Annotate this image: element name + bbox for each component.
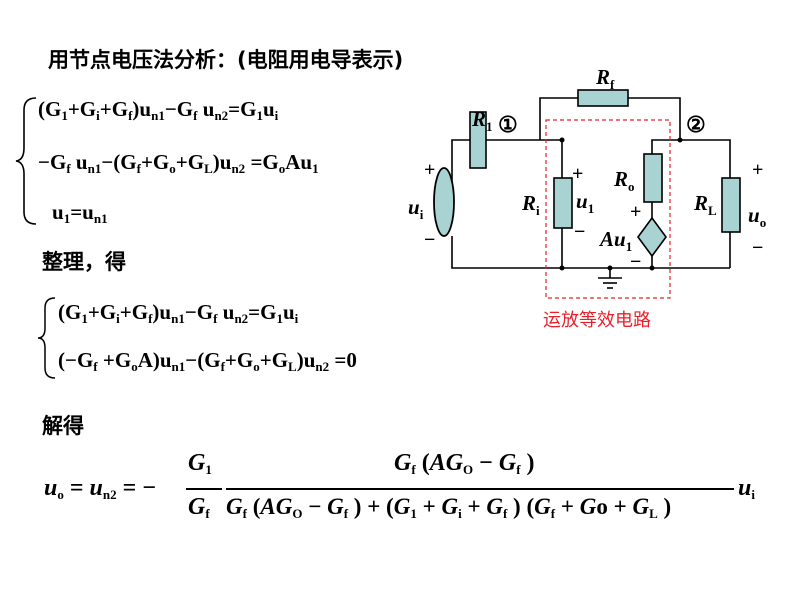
plus-u1: + — [572, 163, 583, 185]
fraction1-numerator: G1 — [188, 450, 212, 477]
label-rf: Rf — [595, 65, 615, 92]
arrange-label: 整理，得 — [42, 250, 126, 274]
brace-system-2 — [37, 297, 56, 379]
label-rl: RL — [693, 191, 717, 218]
minus-dep: − — [630, 251, 641, 273]
dependent-source-diamond-icon — [637, 216, 667, 258]
label-ro: Ro — [613, 167, 635, 194]
fraction2-numerator: Gf (AGO − Gf ) — [394, 450, 535, 477]
system2-equation-1: (G1+Gi+Gf)un1−Gf un2=G1ui — [58, 300, 299, 326]
minus-uo: − — [752, 237, 763, 259]
solution-equation: uo = un2 = − G1 Gf Gf (AGO − Gf ) Gf (AG… — [40, 450, 780, 530]
resistor-ro — [643, 153, 663, 203]
voltage-source-ui — [433, 167, 455, 237]
solution-lhs: uo = un2 = − — [44, 475, 156, 502]
system1-equation-3: u1=un1 — [52, 200, 108, 226]
label-ui: ui — [408, 195, 424, 222]
plus-dep: + — [630, 201, 641, 223]
minus-ui: − — [424, 229, 435, 251]
fraction1-denominator: Gf — [188, 494, 210, 521]
page-heading: 用节点电压法分析：(电阻用电导表示) — [48, 48, 404, 72]
system1-equation-1: (G1+Gi+Gf)un1−Gf un2=G1ui — [38, 97, 279, 123]
opamp-equivalent-box — [545, 119, 671, 299]
resistor-rl — [721, 177, 741, 233]
system2-equation-2: (−Gf +GoA)un1−(Gf+Go+GL)un2 =0 — [58, 348, 357, 374]
brace-system-1 — [15, 97, 37, 225]
label-ri: Ri — [521, 191, 540, 218]
node-1-marker: ① — [498, 112, 518, 137]
op-amp-equivalent-circuit: Rf R1 Ri Ro RL ui u1 uo Au1 ① ② + − + − … — [408, 65, 766, 299]
ground-icon — [598, 277, 622, 289]
resistor-r1 — [469, 111, 487, 169]
label-u1: u1 — [576, 189, 594, 216]
label-uo: uo — [748, 203, 766, 230]
resistor-ri — [553, 177, 573, 229]
fraction2-bar — [226, 488, 734, 490]
plus-uo: + — [752, 159, 763, 181]
fraction1-bar — [186, 488, 222, 490]
label-r1: R1 — [471, 107, 493, 134]
minus-u1: − — [574, 221, 585, 243]
resistor-rf — [577, 89, 629, 107]
solution-tail: ui — [738, 475, 755, 502]
plus-ui: + — [424, 159, 435, 181]
label-au1: Au1 — [598, 227, 632, 254]
solve-label: 解得 — [42, 414, 84, 438]
system1-equation-2: −Gf un1−(Gf+Go+GL)un2 =GoAu1 — [38, 150, 319, 176]
circuit-caption: 运放等效电路 — [543, 310, 651, 331]
node-2-marker: ② — [686, 112, 706, 137]
fraction2-denominator: Gf (AGO − Gf ) + (G1 + Gi + Gf ) (Gf + G… — [226, 494, 672, 521]
